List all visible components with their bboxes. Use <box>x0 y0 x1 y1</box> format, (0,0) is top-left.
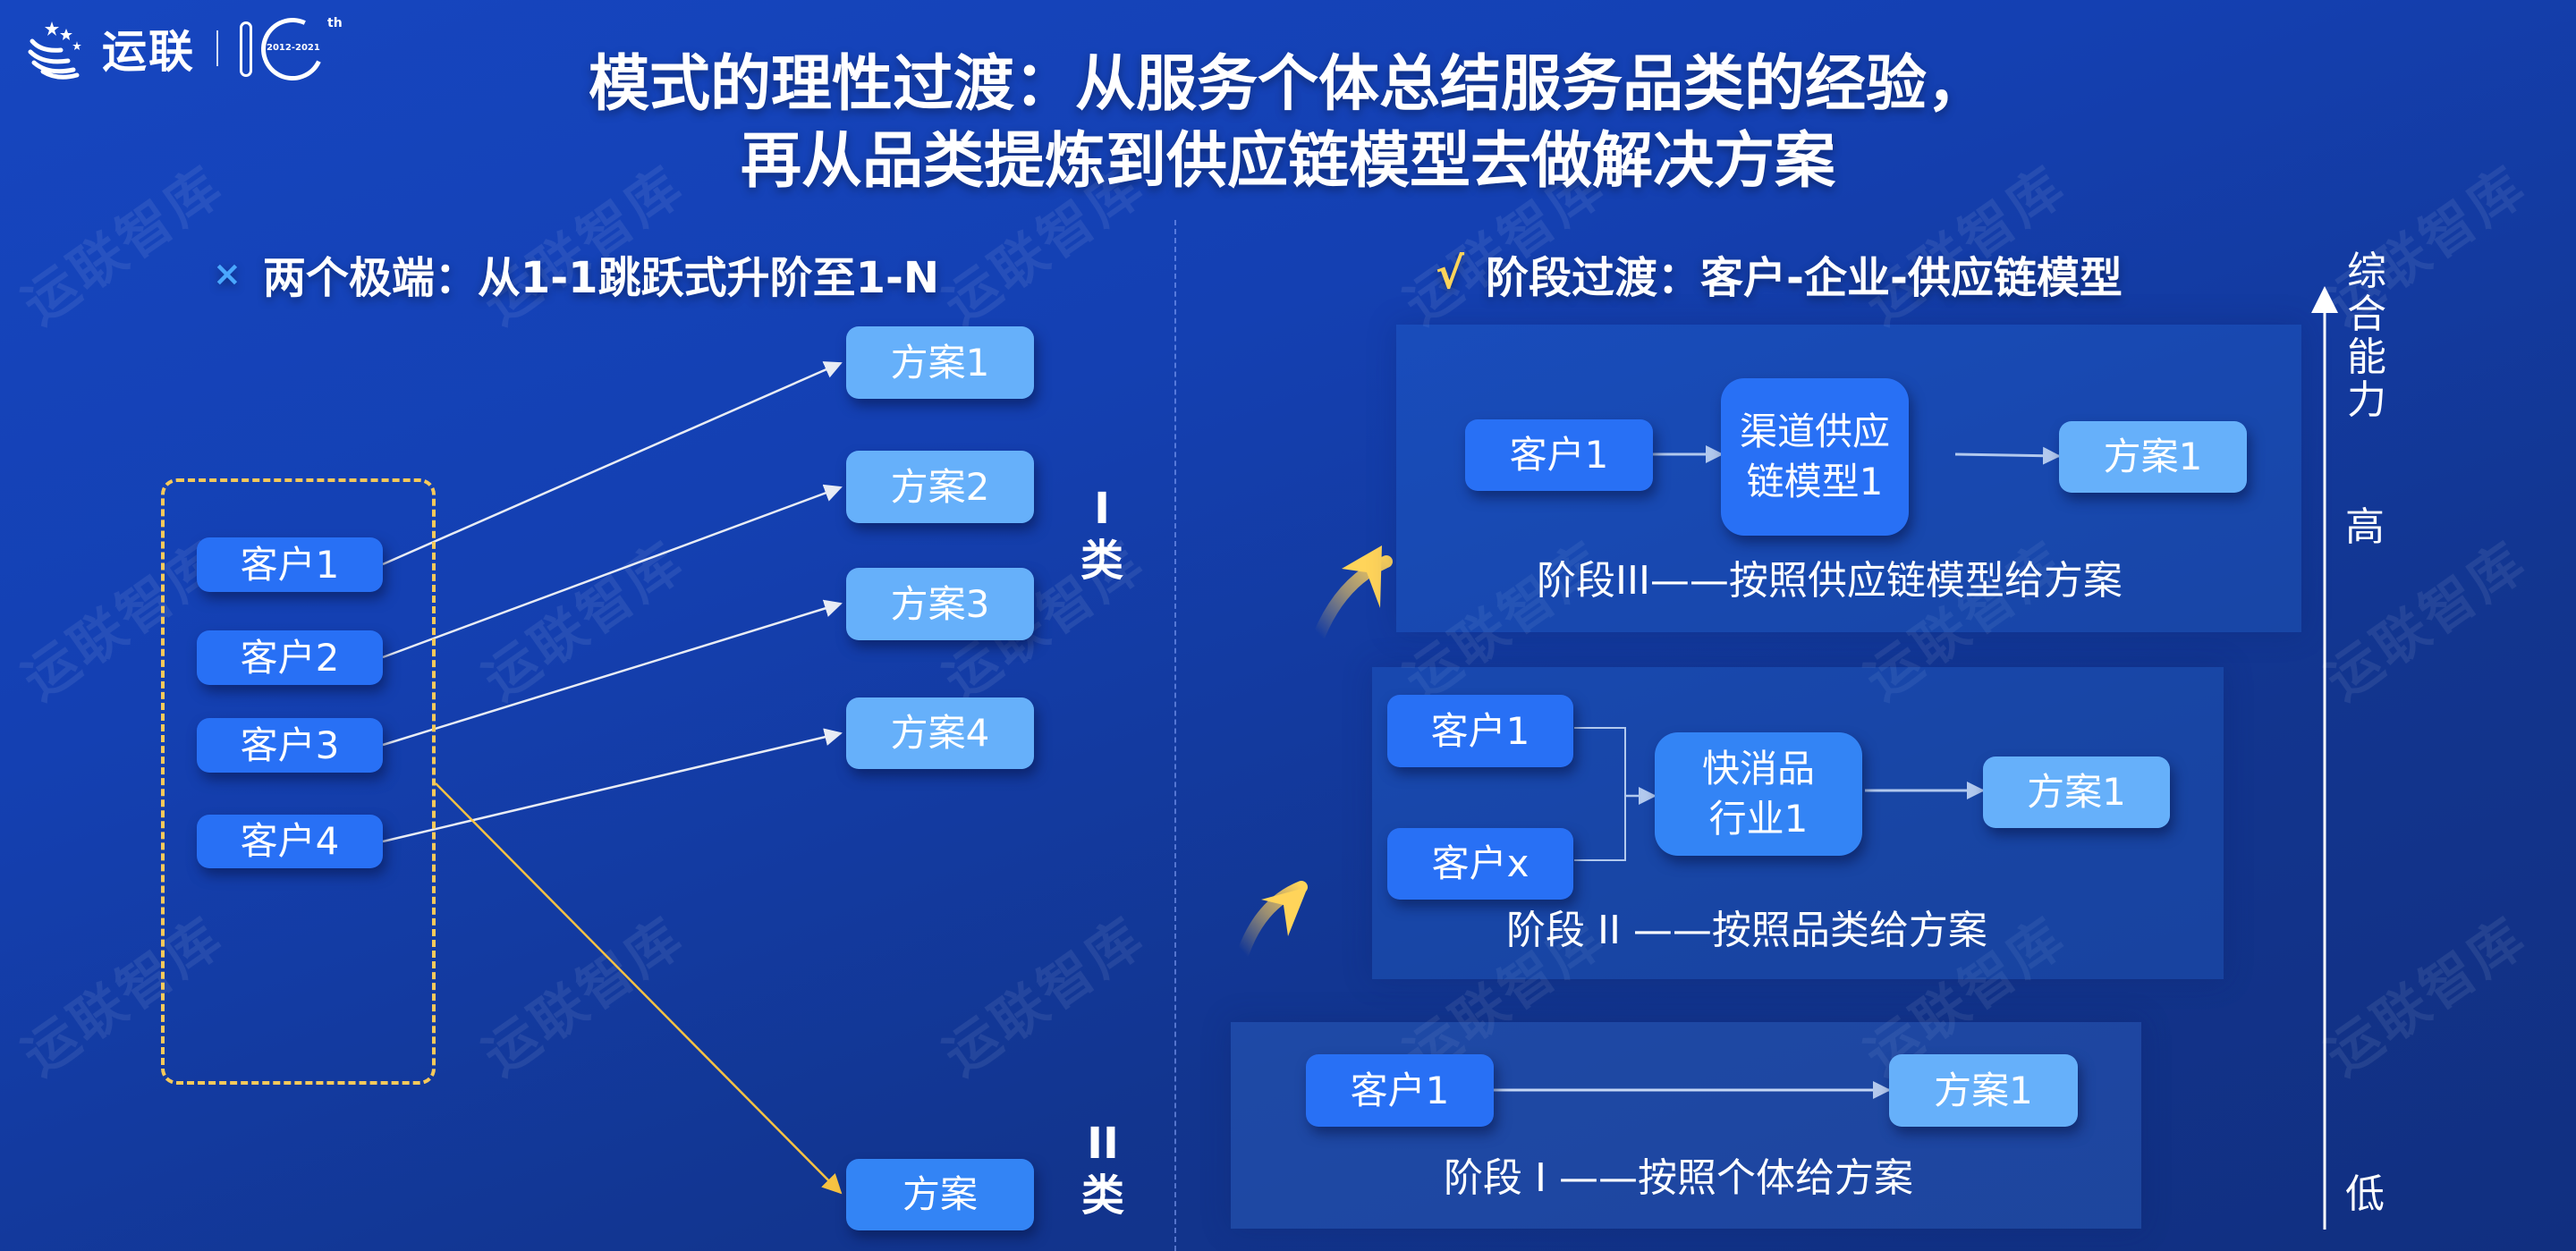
stage2-solution-box: 方案1 <box>1983 757 2170 828</box>
capability-axis-title: 综 合 能 力 <box>2347 249 2386 423</box>
stage-3-caption: 阶段III——按照供应链模型给方案 <box>1537 558 2123 604</box>
supply-chain-model-box: 渠道供应 链模型1 <box>1721 378 1909 536</box>
category-model-box: 快消品 行业1 <box>1655 732 1862 856</box>
watermark: 运联智库 <box>472 905 696 1088</box>
watermark: 运联智库 <box>2315 905 2538 1088</box>
upward-arrow-icon <box>1313 545 1393 641</box>
axis-arrow-icon <box>2311 286 2338 313</box>
category-1-label: I 类 <box>1080 484 1123 586</box>
right-heading-text: 阶段过渡：客户-企业-供应链模型 <box>1486 253 2123 303</box>
title-line-1: 模式的理性过渡：从服务个体总结服务品类的经验， <box>588 49 1987 120</box>
customer-box: 客户3 <box>197 718 383 773</box>
axis-high-label: 高 <box>2345 504 2385 550</box>
anniversary-years: 2012-2021 <box>267 43 320 53</box>
type2-solution-box: 方案 <box>846 1159 1034 1230</box>
stage-1-panel: 客户1 方案1 阶段 I ——按照个体给方案 <box>1231 1022 2141 1229</box>
stage2-customer-b-box: 客户x <box>1387 828 1573 900</box>
stage1-solution-box: 方案1 <box>1889 1054 2078 1127</box>
center-divider <box>1174 220 1176 1251</box>
stage-3-panel: 客户1 渠道供应 链模型1 方案1 阶段III——按照供应链模型给方案 <box>1396 325 2301 632</box>
left-section-heading: × 两个极端：从1-1跳跃式升阶至1-N <box>213 243 939 304</box>
solution-box: 方案4 <box>846 697 1034 769</box>
stage2-customer-a-box: 客户1 <box>1387 695 1573 767</box>
brand-logo: 运联 2012-2021 th <box>25 9 343 89</box>
stage-1-caption: 阶段 I ——按照个体给方案 <box>1444 1155 1913 1201</box>
solution-box: 方案1 <box>846 326 1034 399</box>
axis-low-label: 低 <box>2345 1171 2385 1217</box>
stage-2-panel: 客户1 客户x 快消品 行业1 方案1 阶段 II ——按照品类给方案 <box>1372 667 2224 979</box>
stage3-solution-box: 方案1 <box>2059 421 2247 493</box>
check-icon: √ <box>1436 249 1465 299</box>
title-line-2: 再从品类提炼到供应链模型去做解决方案 <box>740 126 1835 197</box>
customer-box: 客户1 <box>197 537 383 592</box>
stage3-customer-box: 客户1 <box>1465 419 1653 491</box>
left-heading-text: 两个极端：从1-1跳跃式升阶至1-N <box>262 253 940 303</box>
logo-divider <box>216 30 218 66</box>
tenth-anniversary-badge: 2012-2021 th <box>240 9 343 89</box>
solution-box: 方案3 <box>846 568 1034 640</box>
page-title: 模式的理性过渡：从服务个体总结服务品类的经验， 再从品类提炼到供应链模型去做解决… <box>0 46 2576 200</box>
watermark: 运联智库 <box>933 905 1157 1088</box>
customer-box: 客户2 <box>197 630 383 685</box>
watermark: 运联智库 <box>472 529 696 713</box>
stage1-customer-box: 客户1 <box>1306 1054 1494 1127</box>
customer-group-outline <box>161 478 436 1085</box>
category-2-label: II 类 <box>1080 1119 1124 1221</box>
cross-icon: × <box>213 254 242 293</box>
solution-box: 方案2 <box>846 451 1034 523</box>
upward-arrow-icon <box>1237 881 1308 959</box>
globe-stars-icon <box>28 21 81 80</box>
right-section-heading: √ 阶段过渡：客户-企业-供应链模型 <box>1436 243 2123 304</box>
anniversary-suffix: th <box>327 16 343 30</box>
stage-2-caption: 阶段 II ——按照品类给方案 <box>1506 908 1987 953</box>
customer-box: 客户4 <box>197 815 383 868</box>
brand-name: 运联 <box>102 26 195 78</box>
